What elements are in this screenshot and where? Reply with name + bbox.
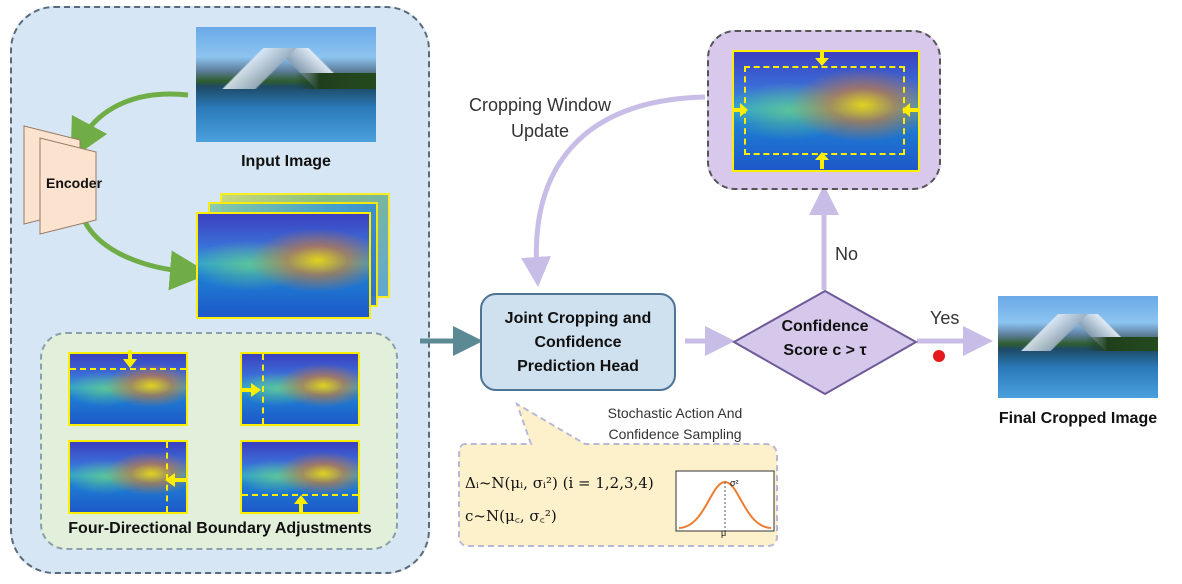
update-arrow-down-icon bbox=[815, 51, 829, 66]
joint-head-label-3: Prediction Head bbox=[517, 358, 639, 375]
update-arrow-up-icon bbox=[815, 152, 829, 169]
adjust-top-image bbox=[68, 352, 188, 426]
arrow-right-icon bbox=[241, 383, 261, 397]
input-image-label: Input Image bbox=[241, 153, 331, 170]
update-arrow-left-icon bbox=[902, 103, 920, 117]
sigma-label: σ² bbox=[730, 478, 739, 488]
arrow-left-icon bbox=[165, 473, 187, 487]
joint-head-box bbox=[480, 293, 676, 391]
boundary-adjustments-label: Four-Directional Boundary Adjustments bbox=[68, 520, 372, 537]
formula-delta: Δᵢ~N(μᵢ, σᵢ²) (i = 1,2,3,4) bbox=[465, 474, 654, 492]
final-cropped-image bbox=[998, 296, 1158, 398]
confidence-diamond bbox=[731, 289, 919, 396]
feature-map-front bbox=[196, 212, 371, 319]
stochastic-label-2: Confidence Sampling bbox=[608, 426, 742, 442]
update-heatmap bbox=[732, 50, 920, 172]
update-crop-window bbox=[744, 66, 905, 155]
mu-label: μ bbox=[721, 528, 727, 538]
red-dot bbox=[933, 350, 945, 362]
joint-head-label-2: Confidence bbox=[534, 334, 622, 351]
stochastic-label-1: Stochastic Action And bbox=[607, 405, 743, 421]
arrow-up-icon bbox=[294, 495, 308, 513]
confidence-label-2: Score c > τ bbox=[783, 342, 867, 359]
formula-c: c~N(μ꜀, σ꜀²) bbox=[465, 507, 557, 525]
gaussian-plot bbox=[675, 470, 775, 532]
arrow-encoder-to-features bbox=[82, 220, 210, 291]
yes-label: Yes bbox=[930, 308, 960, 328]
joint-head-label-1: Joint Cropping and bbox=[504, 310, 652, 327]
arrow-update-to-head bbox=[521, 94, 706, 287]
update-arrow-right-icon bbox=[732, 103, 748, 117]
cropping-window-label-1: Cropping Window bbox=[468, 95, 612, 115]
arrow-image-to-encoder bbox=[70, 91, 189, 160]
encoder-label: Encoder bbox=[46, 175, 103, 191]
final-cropped-label: Final Cropped Image bbox=[998, 410, 1158, 427]
input-image bbox=[196, 27, 376, 142]
encoder-block bbox=[23, 125, 97, 235]
arrow-down-icon bbox=[123, 350, 137, 368]
confidence-label-1: Confidence bbox=[781, 318, 869, 335]
cropping-window-label-2: Update bbox=[510, 121, 570, 141]
adjust-left-image bbox=[240, 352, 360, 426]
no-label: No bbox=[835, 244, 859, 264]
